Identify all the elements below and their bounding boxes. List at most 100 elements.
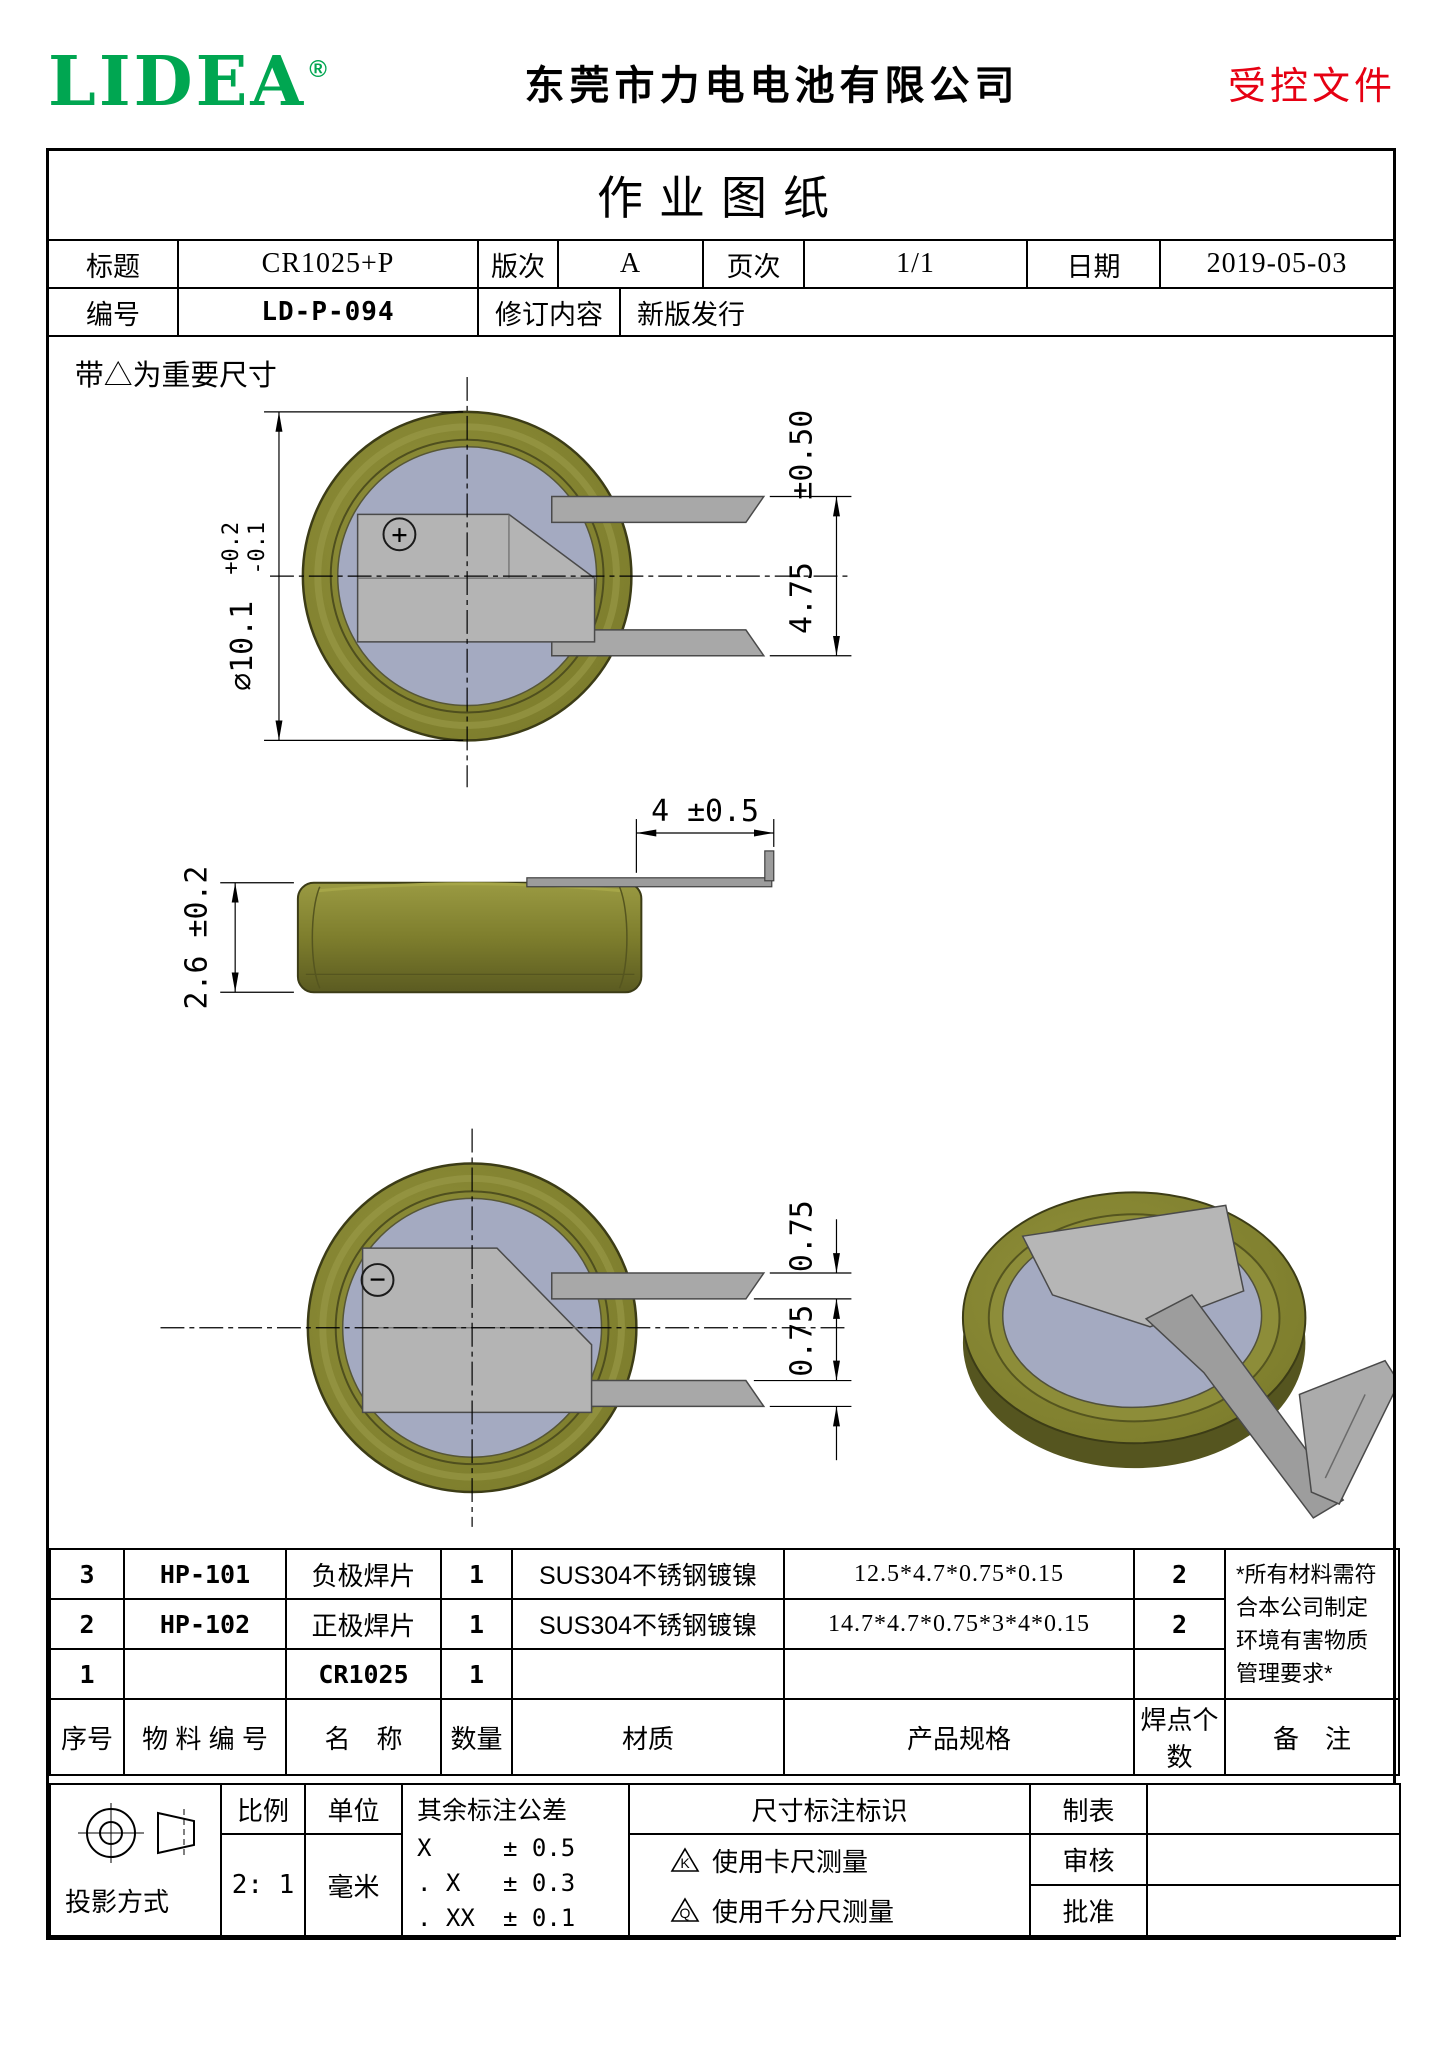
prepared-by-label: 制表 [1029, 1783, 1148, 1835]
change-value: 新版发行 [637, 299, 745, 330]
col-header-remark: 备 注 [1224, 1698, 1400, 1776]
first-angle-projection-icon [77, 1803, 195, 1864]
general-tolerance-cell: 其余标注公差 X ± 0.5 . X ± 0.3 . XX ± 0.1 [401, 1782, 630, 1938]
number-label: 编号 [49, 289, 179, 335]
part-code: HP-102 [123, 1598, 287, 1650]
col-header-solder-points: 焊点个数 [1133, 1698, 1226, 1776]
projection-label: 投影方式 [65, 1887, 170, 1918]
col-header-material: 材质 [511, 1698, 785, 1776]
scale-value: 2: 1 [220, 1832, 306, 1938]
row-index: 2 [49, 1598, 125, 1650]
diameter-tol-minus: -0.1 [245, 522, 270, 575]
row-index: 3 [49, 1548, 125, 1600]
materials-compliance-note: *所有材料需符合本公司制定环境有害物质管理要求* [1224, 1548, 1400, 1700]
col-header-spec: 产品规格 [783, 1698, 1135, 1776]
part-spec [783, 1648, 1135, 1700]
pin-width-upper-dimension: 0.75 [785, 1200, 820, 1272]
dim-mark-title: 尺寸标注标识 [628, 1783, 1031, 1835]
plus-symbol: + [391, 519, 407, 550]
pin-length-dimension: 4 ±0.5 [651, 794, 759, 829]
unit-label: 单位 [304, 1783, 403, 1835]
page-label: 页次 [704, 241, 805, 287]
part-qty: 1 [440, 1598, 513, 1650]
approved-by-value [1146, 1884, 1401, 1938]
approved-by-label: 批准 [1029, 1884, 1148, 1938]
controlled-document-stamp: 受控文件 [1227, 65, 1396, 108]
scale-label: 比例 [220, 1783, 306, 1835]
registered-trademark-icon: ® [309, 56, 327, 83]
part-solder-points: 2 [1133, 1598, 1226, 1650]
info-row-2: 编号 LD-P-094 修订内容 新版发行 [49, 289, 1393, 337]
drawing-frame: 作业图纸 标题 CR1025+P 版次 A 页次 1/1 日期 2019-05-… [46, 148, 1401, 1941]
part-name: 正极焊片 [285, 1598, 442, 1650]
company-logo: LIDEA® [48, 48, 388, 116]
parts-table: 3 HP-101 负极焊片 1 SUS304不锈钢镀镍 12.5*4.7*0.7… [49, 1548, 1400, 1776]
long-pin-3d [1144, 1293, 1345, 1519]
info-row-1: 标题 CR1025+P 版次 A 页次 1/1 日期 2019-05-03 [49, 241, 1393, 289]
title-value: CR1025+P [179, 241, 479, 287]
minus-symbol: − [369, 1264, 385, 1295]
col-header-part-no: 物 料 编 号 [123, 1698, 287, 1776]
svg-text:Q: Q [680, 1905, 691, 1921]
col-header-no: 序号 [49, 1698, 125, 1776]
important-dimension-note: 带△为重要尺寸 [75, 360, 277, 392]
positive-pin-lower [551, 629, 766, 657]
positive-pin-upper [551, 495, 766, 524]
diameter-tol-plus: +0.2 [219, 522, 244, 575]
parts-row-2: 2 HP-102 正极焊片 1 SUS304不锈钢镀镍 14.7*4.7*0.7… [49, 1598, 1399, 1650]
row-index: 1 [49, 1648, 125, 1700]
polarity-minus-icon [360, 1263, 395, 1297]
change-label: 修订内容 [479, 289, 621, 335]
tolerance-row: . XX ± 0.1 [417, 1903, 576, 1932]
unit-value: 毫米 [304, 1832, 403, 1938]
page-value: 1/1 [805, 241, 1028, 287]
top-view: + ∅10.1 +0.2 -0.1 4.75 ±0.50 [219, 377, 852, 788]
part-spec: 14.7*4.7*0.75*3*4*0.15 [783, 1598, 1135, 1650]
negative-pin-upper [551, 1272, 766, 1300]
svg-text:K: K [680, 1855, 690, 1871]
parts-row-3: 3 HP-101 负极焊片 1 SUS304不锈钢镀镍 12.5*4.7*0.7… [49, 1548, 1400, 1700]
col-header-qty: 数量 [440, 1698, 513, 1776]
revision-label: 版次 [479, 241, 559, 287]
date-label: 日期 [1028, 241, 1161, 287]
sheet-header: LIDEA® 东莞市力电电池有限公司 受控文件 [48, 30, 1396, 134]
part-code: HP-101 [123, 1548, 287, 1600]
polarity-plus-icon [382, 517, 417, 552]
triangle-k-icon: K [670, 1847, 700, 1872]
part-qty: 1 [440, 1648, 513, 1700]
micrometer-text: 使用千分尺测量 [712, 1896, 895, 1927]
sheet-title: 作业图纸 [49, 151, 1393, 241]
drawing-area: 带△为重要尺寸 + [49, 337, 1393, 1548]
micrometer-mark-row: Q 使用千分尺测量 [630, 1885, 1029, 1935]
triangle-q-icon: Q [670, 1897, 700, 1922]
tolerance-row: X ± 0.5 [417, 1834, 576, 1862]
caliper-mark-row: K 使用卡尺测量 [630, 1835, 1029, 1885]
reviewed-by-value [1146, 1832, 1401, 1887]
parts-header-row: 序号 物 料 编 号 名 称 数量 材质 产品规格 焊点个数 备 注 [49, 1698, 1400, 1776]
date-value: 2019-05-03 [1206, 248, 1348, 279]
diameter-dimension: ∅10.1 [225, 601, 260, 691]
battery-drawing: 带△为重要尺寸 + [75, 360, 1393, 1527]
tolerance-row: . X ± 0.3 [417, 1868, 576, 1897]
negative-tab-plate [361, 1247, 593, 1414]
part-material: SUS304不锈钢镀镍 [511, 1598, 785, 1650]
parts-row-1: 1 CR1025 1 [49, 1648, 1399, 1700]
col-header-name: 名 称 [285, 1698, 442, 1776]
pin-bend-side-profile [764, 850, 775, 882]
number-value: LD-P-094 [179, 289, 479, 335]
bent-pin-3d [1298, 1359, 1393, 1505]
battery-side-profile [296, 881, 643, 994]
part-name: CR1025 [285, 1648, 442, 1700]
dim-marks-cell: K 使用卡尺测量 Q 使用千分尺测量 [628, 1832, 1031, 1938]
reviewed-by-label: 审核 [1029, 1832, 1148, 1887]
pin-span-tolerance: ±0.50 [785, 410, 820, 500]
revision-value: A [559, 241, 704, 287]
height-dimension: 2.6 ±0.2 [179, 866, 214, 1010]
side-view: 2.6 ±0.2 4 ±0.5 [179, 794, 775, 1010]
pin-span-dimension: 4.75 [785, 562, 820, 634]
prepared-by-value [1146, 1783, 1401, 1835]
logo-text: LIDEA [48, 42, 307, 122]
part-code [123, 1648, 287, 1700]
part-material [511, 1648, 785, 1700]
